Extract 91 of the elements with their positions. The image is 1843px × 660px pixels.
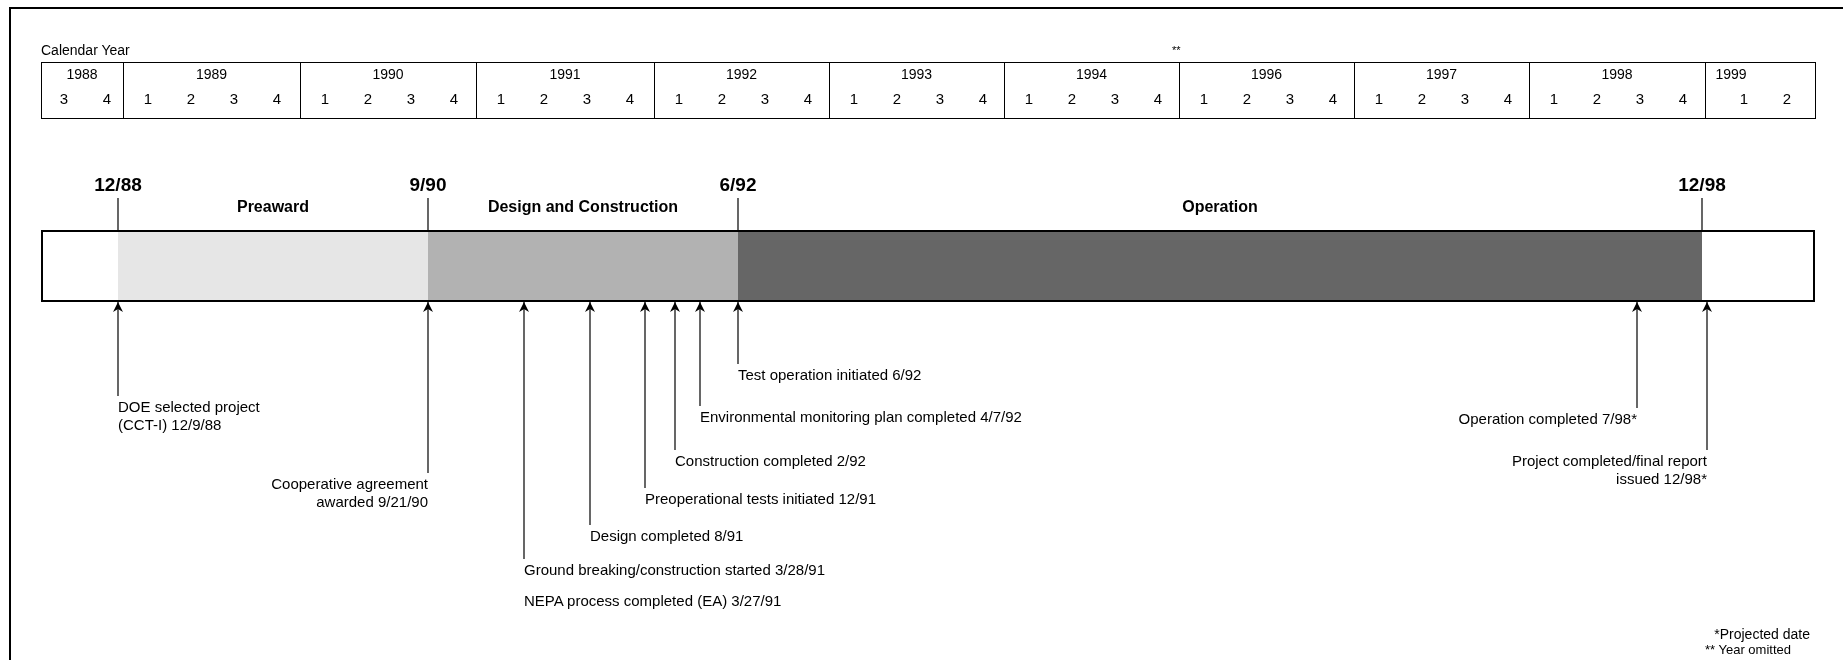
quarter-label: 2 <box>362 90 374 107</box>
tick-line <box>1701 197 1703 231</box>
quarter-label: 2 <box>891 90 903 107</box>
quarter-label: 3 <box>759 90 771 107</box>
leader-arrow <box>113 301 123 397</box>
tick-line <box>427 197 429 231</box>
milestone-label: Environmental monitoring plan completed 4/7/92 <box>700 408 1022 426</box>
quarter-label: 4 <box>271 90 283 107</box>
quarter-label: 4 <box>1327 90 1339 107</box>
quarter-label: 3 <box>228 90 240 107</box>
quarter-label: 1 <box>495 90 507 107</box>
quarter-label: 3 <box>1634 90 1646 107</box>
phase-label: Design and Construction <box>486 198 680 216</box>
quarter-label: 4 <box>802 90 814 107</box>
quarter-label: 3 <box>1109 90 1121 107</box>
milestone-label: Preoperational tests initiated 12/91 <box>645 490 876 508</box>
quarter-label: 1 <box>1548 90 1560 107</box>
quarter-label: 2 <box>1781 90 1793 107</box>
quarter-label: 2 <box>1591 90 1603 107</box>
tick-line <box>737 197 739 231</box>
quarter-label: 2 <box>1416 90 1428 107</box>
leader-arrow <box>519 301 529 560</box>
milestone-label: Project completed/final report issued 12/98* <box>1487 452 1707 488</box>
quarter-label: 2 <box>538 90 550 107</box>
milestone-label: DOE selected project (CCT-I) 12/9/88 <box>118 398 288 434</box>
quarter-label: 4 <box>977 90 989 107</box>
quarter-label: 3 <box>934 90 946 107</box>
year-label: 1991 <box>548 66 582 82</box>
leader-arrow <box>1632 301 1642 409</box>
phase-label: Operation <box>1181 198 1259 216</box>
footnote: *Projected date <box>1714 626 1810 642</box>
quarter-label: 1 <box>1198 90 1210 107</box>
quarter-label: 4 <box>101 90 113 107</box>
quarter-label: 2 <box>185 90 197 107</box>
phase-segment <box>738 232 1702 300</box>
quarter-label: 2 <box>1241 90 1253 107</box>
quarter-label: 4 <box>1502 90 1514 107</box>
milestone-label: Test operation initiated 6/92 <box>738 366 922 384</box>
axis-title: Calendar Year <box>41 42 130 58</box>
phase-segment <box>118 232 428 300</box>
leader-arrow <box>695 301 705 407</box>
quarter-label: 1 <box>1373 90 1385 107</box>
quarter-label: 1 <box>142 90 154 107</box>
quarter-label: 1 <box>1023 90 1035 107</box>
date-label: 12/98 <box>1669 174 1735 196</box>
year-label: 1993 <box>899 66 934 82</box>
year-label: 1992 <box>724 66 759 82</box>
milestone-label: Operation completed 7/98* <box>1458 410 1637 428</box>
quarter-label: 4 <box>1152 90 1164 107</box>
quarter-label: 2 <box>1066 90 1078 107</box>
milestone-label: Ground breaking/construction started 3/28/91 <box>524 561 826 579</box>
leader-arrow <box>670 301 680 451</box>
year-label: 1996 <box>1249 66 1284 82</box>
year-label: 1999 <box>1714 66 1748 82</box>
quarter-label: 4 <box>624 90 636 107</box>
quarter-label: 4 <box>448 90 460 107</box>
leader-arrow <box>585 301 595 526</box>
quarter-label: 1 <box>1738 90 1750 107</box>
quarter-label: 3 <box>1459 90 1471 107</box>
phase-segment <box>428 232 738 300</box>
footnote: ** Year omitted <box>1705 642 1791 657</box>
leader-arrow <box>1702 301 1712 451</box>
milestone-label: Construction completed 2/92 <box>675 452 866 470</box>
phase-label: Preaward <box>235 198 310 216</box>
quarter-label: 1 <box>319 90 331 107</box>
year-label: 1989 <box>194 66 229 82</box>
quarter-label: 3 <box>405 90 417 107</box>
milestone-label: Design completed 8/91 <box>590 527 744 545</box>
year-label: 1997 <box>1424 66 1459 82</box>
year-label: 1988 <box>65 66 99 82</box>
quarter-label: 3 <box>1284 90 1296 107</box>
quarter-label: 4 <box>1677 90 1689 107</box>
date-label: 9/90 <box>395 174 461 196</box>
tick-line <box>117 197 119 231</box>
leader-arrow <box>640 301 650 489</box>
quarter-label: 1 <box>848 90 860 107</box>
year-label: 1994 <box>1074 66 1109 82</box>
quarter-label: 1 <box>673 90 685 107</box>
footnote-mark: ** <box>1172 44 1181 56</box>
milestone-label: Cooperative agreement awarded 9/21/90 <box>258 475 428 511</box>
quarter-label: 3 <box>58 90 70 107</box>
quarter-label: 3 <box>581 90 593 107</box>
leader-arrow <box>423 301 433 474</box>
quarter-label: 2 <box>716 90 728 107</box>
year-label: 1990 <box>371 66 405 82</box>
timeline-bar <box>41 230 1815 302</box>
year-label: 1998 <box>1600 66 1634 82</box>
leader-arrow <box>733 301 743 365</box>
date-label: 12/88 <box>85 174 151 196</box>
milestone-label: NEPA process completed (EA) 3/27/91 <box>524 592 782 609</box>
date-label: 6/92 <box>705 174 771 196</box>
